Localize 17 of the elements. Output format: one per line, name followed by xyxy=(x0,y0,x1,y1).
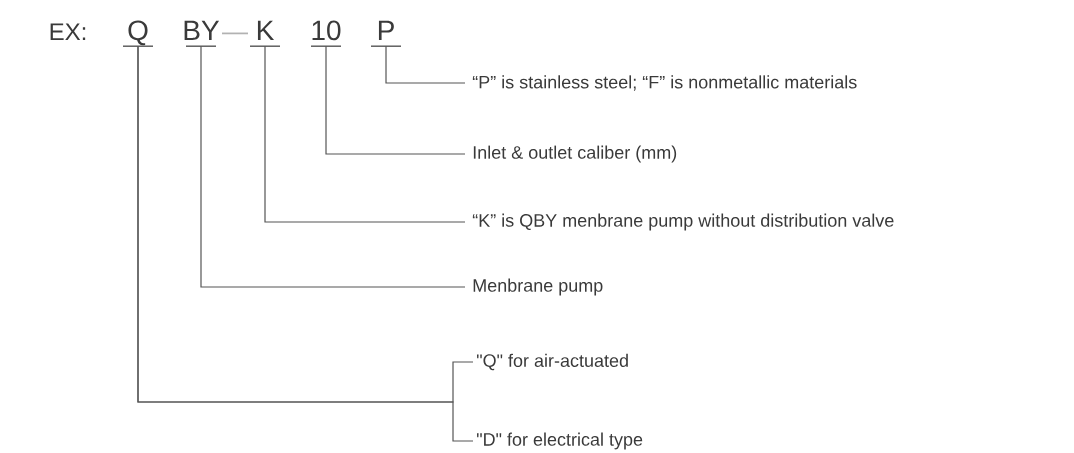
leader-line xyxy=(385,45,466,84)
code-letter: K xyxy=(249,20,281,47)
leader-line xyxy=(325,45,466,155)
description-text: "D" for electrical type xyxy=(476,432,643,450)
code-letter: Q xyxy=(122,20,154,47)
description-text: Menbrane pump xyxy=(473,278,603,296)
description-text: Inlet & outlet caliber (mm) xyxy=(473,145,677,163)
code-letter: BY xyxy=(184,20,220,47)
code-letter: 10 xyxy=(310,20,342,47)
dash-mark: — xyxy=(222,32,248,35)
description-text: “K” is QBY menbrane pump without distribution valve xyxy=(472,213,894,231)
leader-line xyxy=(264,45,466,223)
leader-line xyxy=(200,45,466,288)
code-letter: P xyxy=(370,20,402,47)
description-text: "Q" for air-actuated xyxy=(476,353,628,371)
description-text: “P” is stainless steel; “F” is nonmetallic materials xyxy=(472,75,857,91)
prefix-text: EX: xyxy=(50,23,86,40)
